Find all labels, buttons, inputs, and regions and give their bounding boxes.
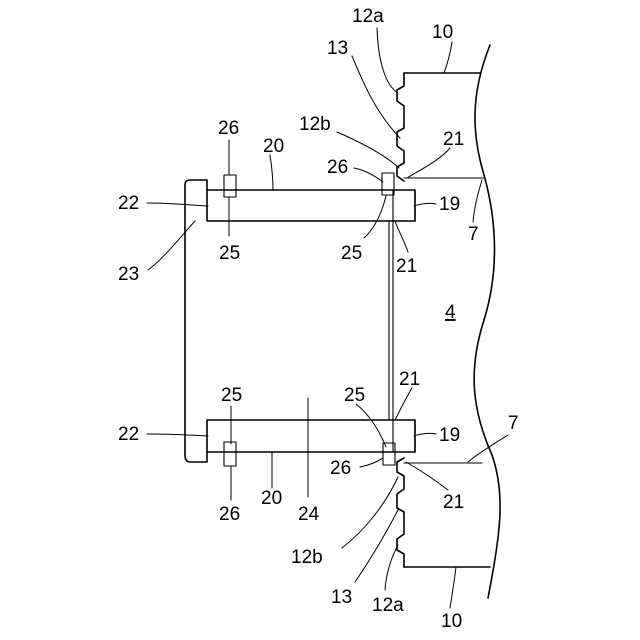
label-26-bottom-right: 26 bbox=[330, 458, 351, 479]
label-12b-bottom: 12b bbox=[291, 547, 323, 568]
label-19-bottom: 19 bbox=[439, 425, 460, 446]
label-25-bottom-right: 25 bbox=[344, 385, 365, 406]
lower-left-pad bbox=[224, 442, 236, 466]
left-vertical-member-23 bbox=[185, 228, 207, 462]
lower-recess-steps bbox=[397, 458, 404, 567]
upper-left-pad bbox=[224, 175, 236, 197]
label-10-top: 10 bbox=[432, 22, 453, 43]
label-4: 4 bbox=[445, 302, 456, 323]
lower-beam-end-block bbox=[393, 420, 415, 452]
label-22-top: 22 bbox=[118, 193, 139, 214]
label-12b-top: 12b bbox=[299, 114, 331, 135]
label-21-top-below: 21 bbox=[396, 256, 417, 277]
label-25-top-left: 25 bbox=[219, 243, 240, 264]
label-21-bottom-right: 21 bbox=[443, 492, 464, 513]
label-12a-top: 12a bbox=[352, 6, 384, 27]
label-20-bottom: 20 bbox=[261, 488, 282, 509]
label-13-bottom: 13 bbox=[331, 587, 352, 608]
upper-recess-steps bbox=[397, 73, 404, 181]
upper-right-pad bbox=[382, 173, 394, 195]
lower-beam bbox=[207, 420, 415, 452]
label-26-top-right: 26 bbox=[327, 157, 348, 178]
label-20-top: 20 bbox=[263, 136, 284, 157]
label-25-top-right: 25 bbox=[341, 243, 362, 264]
label-22-bottom: 22 bbox=[118, 424, 139, 445]
label-13-top: 13 bbox=[327, 38, 348, 59]
wall-outline bbox=[474, 45, 500, 598]
reference-labels: 12a 10 13 12b 20 26 26 21 22 19 7 25 25 … bbox=[118, 6, 519, 632]
label-26-bottom-left: 26 bbox=[219, 504, 240, 525]
label-10-bottom: 10 bbox=[441, 611, 462, 632]
upper-beam-end-block bbox=[393, 190, 415, 221]
label-25-bottom-left: 25 bbox=[221, 385, 242, 406]
label-23: 23 bbox=[118, 264, 139, 285]
label-21-top-right: 21 bbox=[443, 129, 464, 150]
label-12a-bottom: 12a bbox=[372, 595, 404, 616]
label-7-top: 7 bbox=[468, 224, 479, 245]
label-19-top: 19 bbox=[439, 194, 460, 215]
label-7-bottom: 7 bbox=[508, 413, 519, 434]
label-26-top-left: 26 bbox=[218, 118, 239, 139]
label-24: 24 bbox=[298, 504, 320, 525]
upper-left-end-plate bbox=[185, 180, 207, 228]
label-21-bottom-above: 21 bbox=[399, 369, 420, 390]
